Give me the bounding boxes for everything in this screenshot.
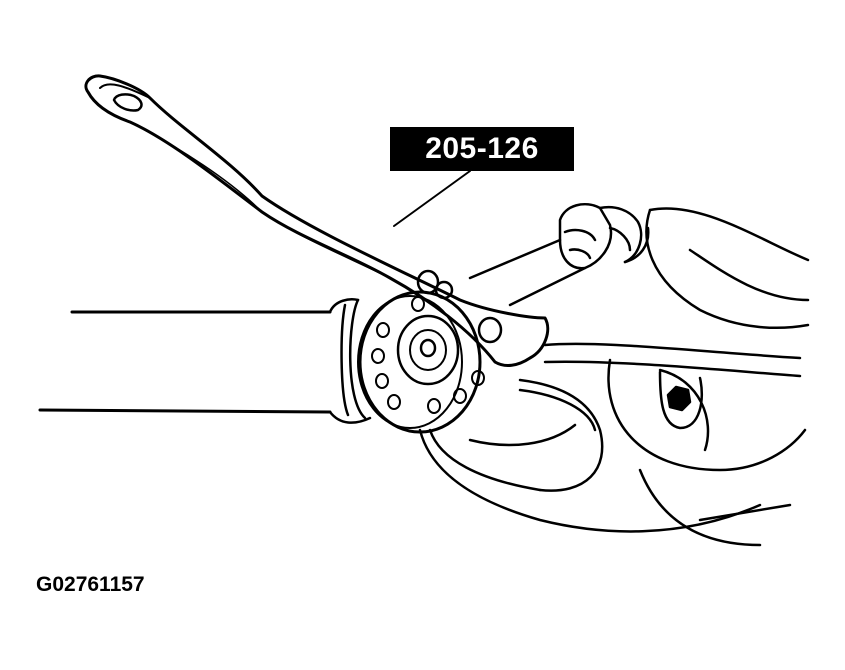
axle-shaft — [38, 310, 332, 414]
differential-housing — [328, 207, 810, 547]
callout-leader-line — [393, 170, 471, 227]
holding-tool-bar — [84, 74, 550, 367]
figure-code: G02761157 — [36, 573, 145, 596]
tool-pins — [416, 269, 503, 344]
tool-end-slot — [112, 93, 143, 112]
pinion-flange — [349, 290, 485, 434]
housing-bolt — [658, 370, 704, 430]
u-joint — [468, 203, 650, 307]
flange-bolt-holes — [371, 296, 485, 414]
tool-number-callout: 205-126 — [390, 127, 574, 171]
